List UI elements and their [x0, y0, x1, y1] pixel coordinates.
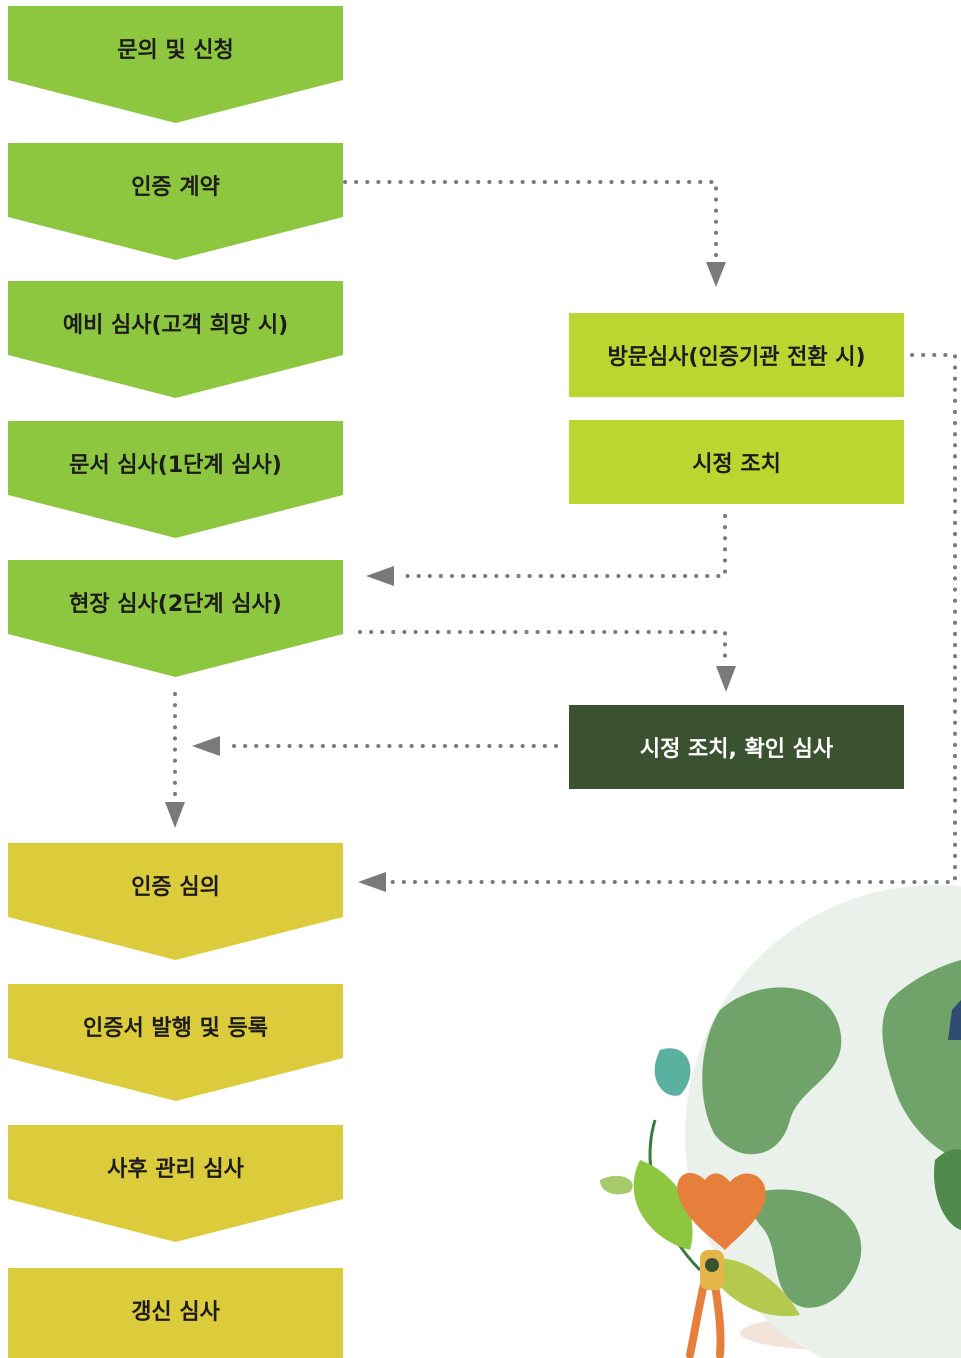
arrowhead-down-icon: [716, 666, 736, 692]
flow-step: 사후 관리 심사: [8, 1125, 343, 1242]
connector-contract-to-visit: [343, 180, 718, 260]
flow-step: 갱신 심사: [8, 1268, 343, 1358]
flow-step-label: 인증 계약: [131, 175, 220, 200]
flow-step-label: 갱신 심사: [131, 1300, 220, 1325]
arrowhead-down-icon: [165, 802, 185, 828]
corrective-confirm-box: 시정 조치, 확인 심사: [569, 705, 904, 789]
arrowhead-left-icon: [192, 736, 220, 756]
visit-audit-box: 방문심사(인증기관 전환 시): [569, 313, 904, 397]
globe-illustration: [600, 885, 961, 1358]
flow-step-label: 현장 심사(2단계 심사): [69, 592, 282, 617]
flow-step-label: 문서 심사(1단계 심사): [69, 453, 282, 478]
flow-step-label: 예비 심사(고객 희망 시): [62, 313, 289, 338]
arrowhead-down-icon: [706, 262, 726, 287]
flow-step: 현장 심사(2단계 심사): [8, 560, 343, 677]
flow-step-label: 문의 및 신청: [117, 38, 234, 63]
flow-step-label: 인증서 발행 및 등록: [83, 1016, 268, 1041]
flow-step: 인증서 발행 및 등록: [8, 984, 343, 1101]
arrowhead-left-icon: [366, 566, 394, 586]
flow-step-label: 사후 관리 심사: [107, 1157, 244, 1182]
flow-step: 문서 심사(1단계 심사): [8, 421, 343, 538]
corrective-action-box: 시정 조치: [569, 420, 904, 504]
flow-step: 인증 심의: [8, 843, 343, 960]
flow-step: 인증 계약: [8, 143, 343, 260]
flow-step: 예비 심사(고객 희망 시): [8, 281, 343, 398]
flow-step-label: 인증 심의: [131, 875, 220, 900]
arrowhead-left-icon: [358, 872, 386, 892]
connector-field-to-confirm: [358, 630, 727, 666]
flow-step: 문의 및 신청: [8, 6, 343, 123]
connector-corrective-to-field: [396, 514, 727, 578]
connector-visit-to-review: [390, 353, 957, 884]
